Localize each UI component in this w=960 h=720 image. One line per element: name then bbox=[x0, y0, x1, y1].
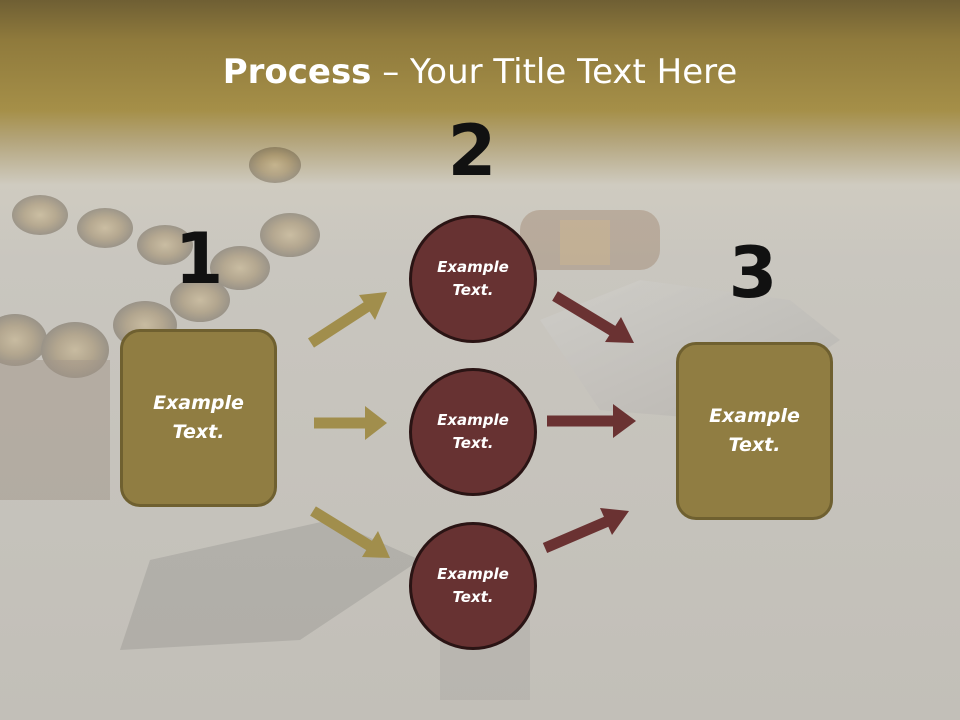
circle-top-label: Example Text. bbox=[437, 258, 509, 299]
right-box: Example Text. bbox=[676, 342, 833, 520]
circle-middle: Example Text. bbox=[409, 368, 537, 496]
maroon-arrow-up bbox=[542, 508, 629, 554]
maroon-arrow-down bbox=[552, 291, 634, 343]
step-number-3: 3 bbox=[728, 232, 778, 314]
gold-arrow-right bbox=[314, 406, 387, 440]
left-box-label: Example Text. bbox=[153, 392, 244, 443]
step-number-1: 1 bbox=[174, 218, 224, 300]
step-number-2: 2 bbox=[447, 110, 497, 192]
circle-bottom: Example Text. bbox=[409, 522, 537, 650]
maroon-arrow-right bbox=[547, 404, 636, 438]
slide-title: Process – Your Title Text Here bbox=[0, 52, 960, 92]
gold-arrow-up bbox=[308, 292, 387, 348]
circle-top: Example Text. bbox=[409, 215, 537, 343]
title-bold: Process bbox=[222, 52, 372, 92]
circle-middle-label: Example Text. bbox=[437, 411, 509, 452]
left-box: Example Text. bbox=[120, 329, 277, 507]
gold-arrow-down bbox=[310, 506, 390, 558]
circle-bottom-label: Example Text. bbox=[437, 565, 509, 606]
right-box-label: Example Text. bbox=[709, 405, 800, 456]
title-rest: – Your Title Text Here bbox=[371, 52, 738, 92]
